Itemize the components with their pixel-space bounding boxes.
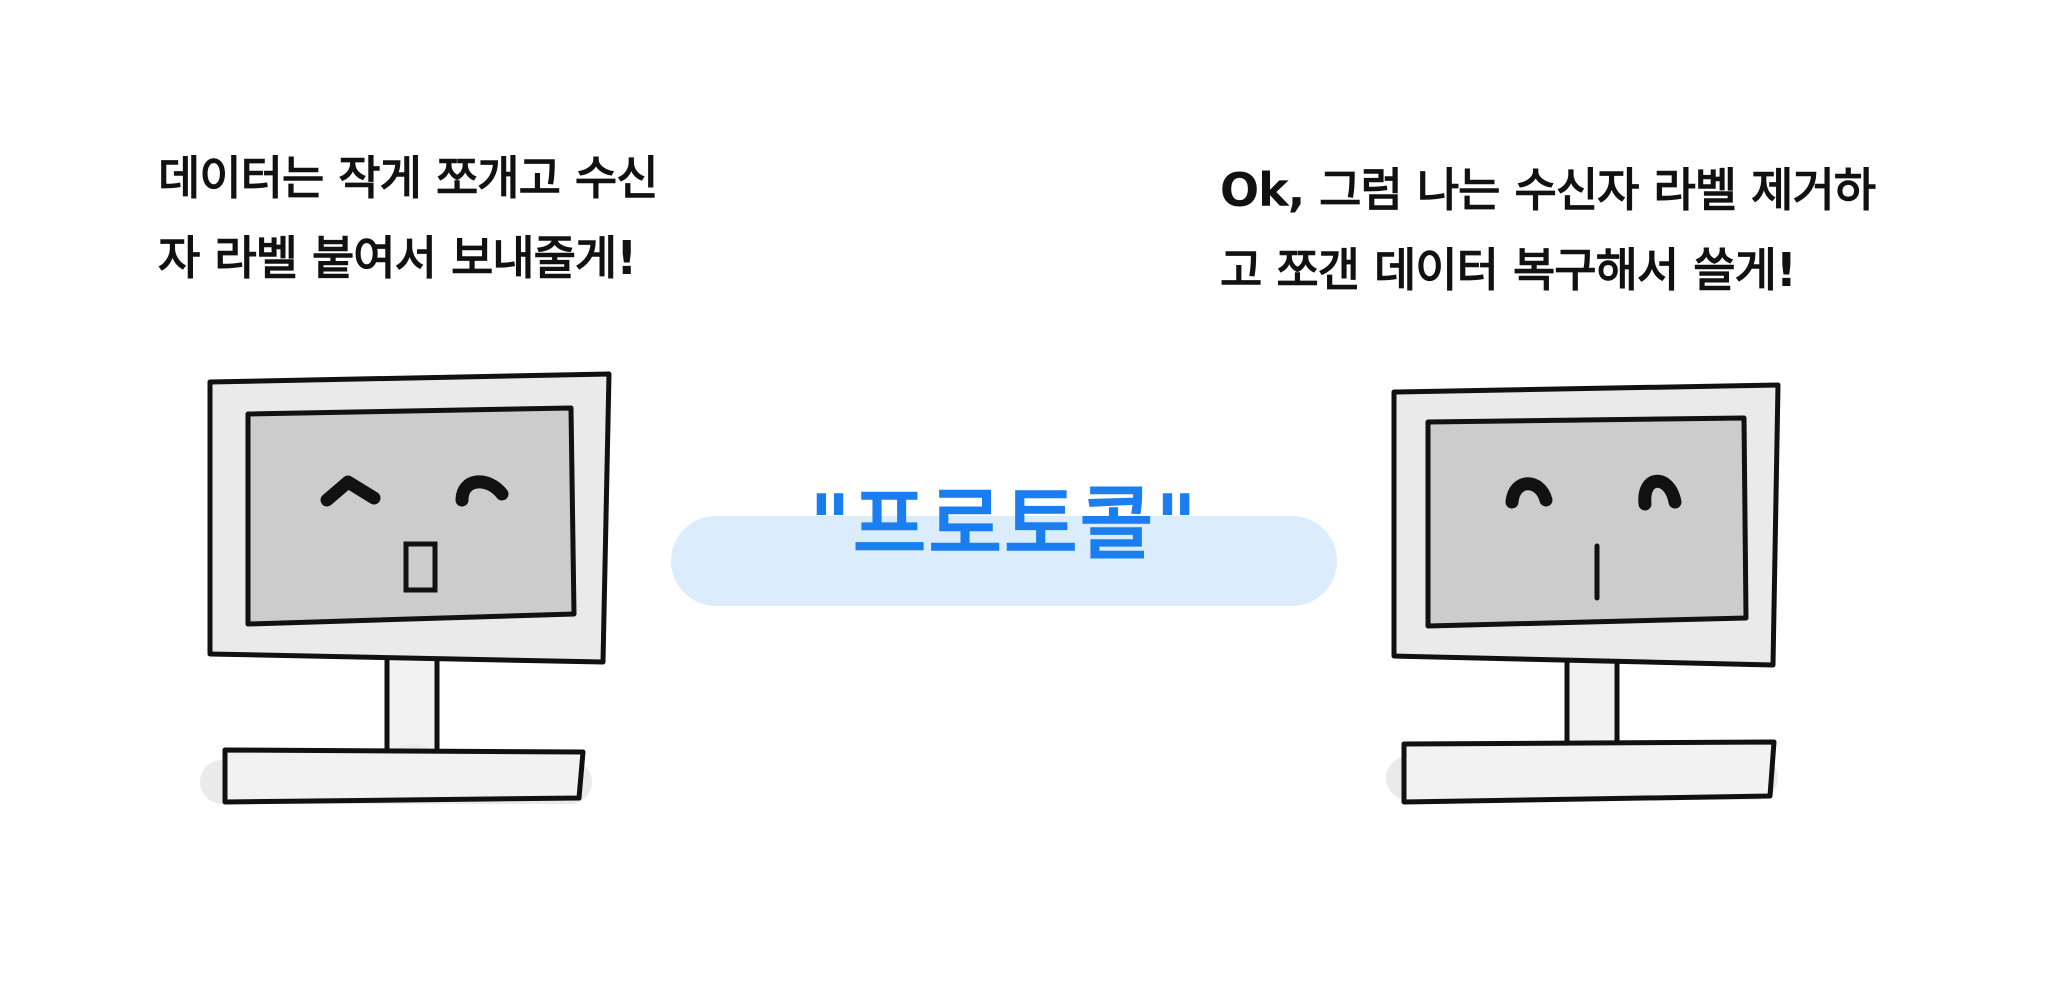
receiver-computer-icon [1386, 382, 1781, 805]
left-speech-line-1: 데이터는 작게 쪼개고 수신 [158, 151, 659, 205]
right-speech-text: Ok, 그럼 나는 수신자 라벨 제거하 고 쪼갠 데이터 복구해서 쓸게! [1220, 150, 1876, 310]
right-eye-left [1505, 477, 1553, 509]
left-monitor-screen [245, 405, 577, 627]
right-monitor-screen [1425, 415, 1749, 629]
protocol-pill [671, 516, 1337, 606]
right-speech-line-1: Ok, 그럼 나는 수신자 라벨 제거하 [1220, 163, 1876, 217]
right-speech-line-2: 고 쪼갠 데이터 복구해서 쓸게! [1220, 243, 1797, 297]
left-stand-neck [384, 645, 440, 757]
right-eye-right [1638, 474, 1682, 511]
left-mouth [403, 541, 438, 593]
left-speech-text: 데이터는 작게 쪼개고 수신 자 라벨 붙여서 보내줄게! [158, 138, 659, 298]
left-speech-line-2: 자 라벨 붙여서 보내줄게! [158, 231, 637, 285]
sender-computer-icon [200, 371, 612, 805]
left-eye-left [320, 475, 381, 507]
protocol-label: "프로토콜" [809, 478, 1199, 571]
left-eye-right [455, 475, 509, 507]
right-stand-base [1401, 739, 1777, 805]
left-stand-base [222, 747, 586, 805]
